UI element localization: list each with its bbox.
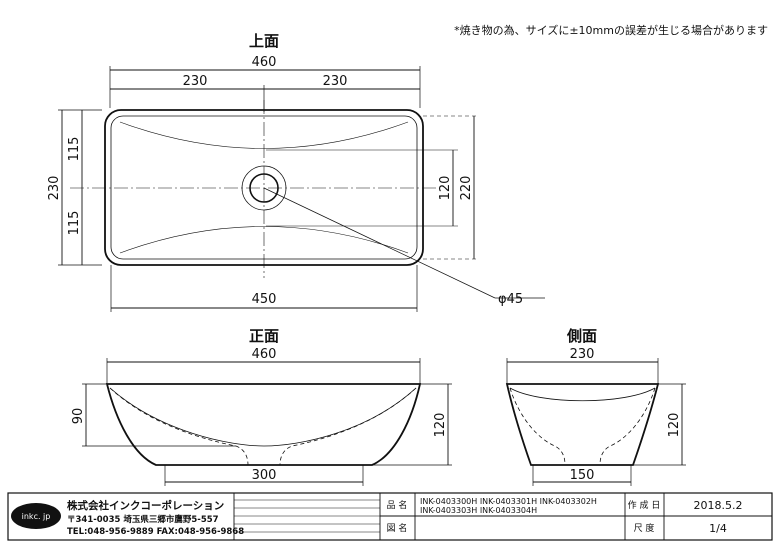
front-hidden-right [279, 387, 417, 466]
created-date: 2018.5.2 [694, 499, 743, 512]
tolerance-note: *焼き物の為、サイズに±10mmの誤差が生じる場合があります [454, 23, 768, 37]
side-view-title: 側面 [566, 327, 597, 345]
front-view-title: 正面 [249, 327, 279, 345]
side-view: 側面 230 120 150 [505, 327, 686, 486]
top-view-title: 上面 [249, 32, 279, 50]
front-hidden-left [109, 387, 249, 466]
top-inner-width: 450 [252, 292, 277, 307]
drain-diameter: φ45 [498, 292, 523, 307]
created-label: 作 成 日 [628, 499, 661, 511]
logo-badge [11, 503, 61, 529]
front-height-total: 120 [433, 413, 448, 438]
top-width-half-left: 230 [183, 74, 208, 89]
drain-leader [263, 187, 496, 299]
side-body [505, 383, 660, 466]
company-contact: TEL:048-956-9889 FAX:048-956-9868 [67, 527, 244, 537]
title-block-frame [7, 492, 773, 541]
top-height-total: 230 [47, 176, 62, 201]
front-width-total: 460 [252, 347, 277, 362]
product-codes-line2: INK-0403303H INK-0403304H [420, 506, 537, 515]
front-inner-depth: 90 [71, 408, 86, 425]
top-height-half-bottom: 115 [67, 211, 82, 236]
top-inner-height-total: 220 [459, 176, 474, 201]
front-base-width: 300 [252, 468, 277, 483]
company-name: 株式会社インクコーポレーション [67, 499, 224, 512]
drawing-name-label: 図 名 [387, 522, 408, 534]
scale-value: 1/4 [709, 522, 727, 535]
front-body [105, 383, 422, 466]
side-height-total: 120 [667, 413, 682, 438]
logo-text: inkc. jp [22, 512, 51, 521]
product-name-label: 品 名 [387, 499, 408, 511]
side-base-width: 150 [570, 468, 595, 483]
title-block: inkc. jp 株式会社インクコーポレーション 〒341-0035 埼玉県三郷… [7, 492, 773, 541]
top-inner-height-mid: 120 [438, 176, 453, 201]
front-view: 正面 460 90 120 300 [71, 327, 452, 486]
side-bowl-curve [509, 387, 656, 402]
side-width-total: 230 [570, 347, 595, 362]
bowl-curve-bottom [119, 226, 409, 254]
top-view: 上面 460 230 230 φ45 230 115 115 [47, 32, 545, 312]
top-height-half-top: 115 [67, 137, 82, 162]
top-width-total: 460 [252, 55, 277, 70]
company-address: 〒341-0035 埼玉県三郷市鷹野5-557 [67, 514, 219, 525]
drain-hole [249, 173, 279, 203]
top-width-half-right: 230 [323, 74, 348, 89]
scale-label: 尺 度 [634, 522, 655, 534]
product-codes-line1: INK-0403300H INK-0403301H INK-0403302H [420, 497, 597, 506]
front-bowl-curve [109, 387, 417, 447]
drain-outer-ring [241, 165, 287, 211]
